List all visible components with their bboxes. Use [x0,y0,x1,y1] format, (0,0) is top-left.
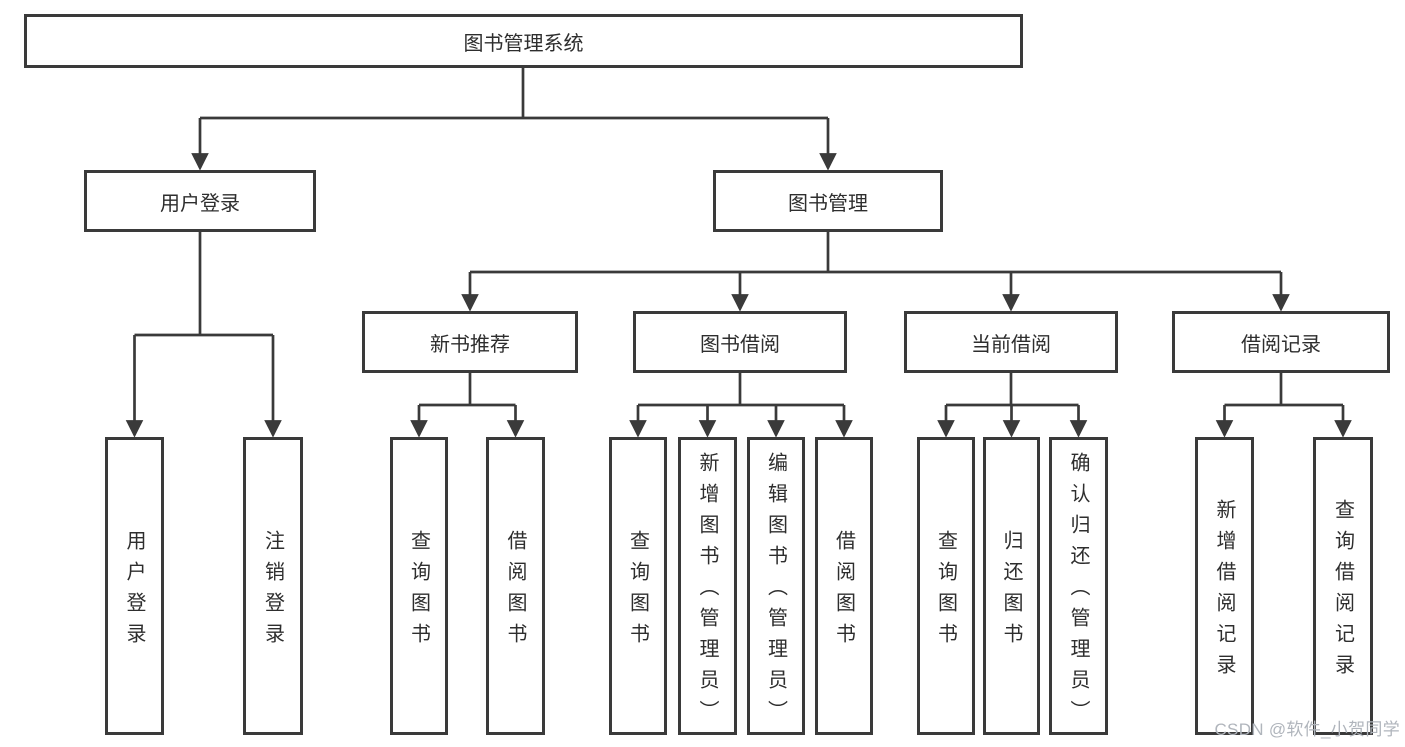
leaf-user-login: 用户登录 [105,437,164,735]
node-book-management: 图书管理 [713,170,943,232]
leaf-newrec-query-books: 查询图书 [390,437,448,735]
node-book-borrowing-label: 图书借阅 [700,333,780,356]
node-current-borrowing-label: 当前借阅 [971,333,1051,356]
leaf-current-confirm-return-admin-label: 确认归还（管理员） [1067,452,1089,731]
leaf-current-query-books-label: 查询图书 [934,529,957,654]
leaf-borrowing-query-books: 查询图书 [609,437,667,735]
leaf-borrowing-add-books-admin-label: 新增图书（管理员） [696,452,718,731]
leaf-borrowing-query-books-label: 查询图书 [626,529,649,654]
node-user-login-label: 用户登录 [160,192,240,215]
leaf-logout-label: 注销登录 [261,529,284,654]
leaf-borrowing-edit-books-admin-label: 编辑图书（管理员） [764,452,787,731]
node-user-login: 用户登录 [84,170,316,232]
leaf-current-return-books-label: 归还图书 [1000,529,1022,654]
node-root-label: 图书管理系统 [463,32,584,55]
leaf-logout: 注销登录 [243,437,303,735]
leaf-records-add-record-label: 新增借阅记录 [1213,498,1235,685]
leaf-borrowing-borrow-books-label: 借阅图书 [832,529,855,654]
node-borrowing-records-label: 借阅记录 [1241,333,1321,356]
node-root: 图书管理系统 [24,14,1023,68]
leaf-records-add-record: 新增借阅记录 [1195,437,1254,735]
leaf-records-query-record-label: 查询借阅记录 [1331,498,1354,685]
leaf-current-confirm-return-admin: 确认归还（管理员） [1049,437,1108,735]
leaf-newrec-query-books-label: 查询图书 [407,529,430,654]
leaf-records-query-record: 查询借阅记录 [1313,437,1373,735]
leaf-borrowing-edit-books-admin: 编辑图书（管理员） [747,437,805,735]
leaf-newrec-borrow-books: 借阅图书 [486,437,545,735]
node-borrowing-records: 借阅记录 [1172,311,1390,373]
node-book-borrowing: 图书借阅 [633,311,847,373]
leaf-borrowing-add-books-admin: 新增图书（管理员） [678,437,737,735]
watermark-text: CSDN @软件_小贺同学 [1214,720,1400,739]
leaf-newrec-borrow-books-label: 借阅图书 [504,529,526,654]
node-new-book-recommend: 新书推荐 [362,311,578,373]
leaf-current-query-books: 查询图书 [917,437,975,735]
leaf-current-return-books: 归还图书 [983,437,1040,735]
leaf-user-login-label: 用户登录 [123,529,145,654]
node-book-management-label: 图书管理 [788,192,868,215]
node-new-book-recommend-label: 新书推荐 [430,333,510,356]
node-current-borrowing: 当前借阅 [904,311,1118,373]
leaf-borrowing-borrow-books: 借阅图书 [815,437,873,735]
